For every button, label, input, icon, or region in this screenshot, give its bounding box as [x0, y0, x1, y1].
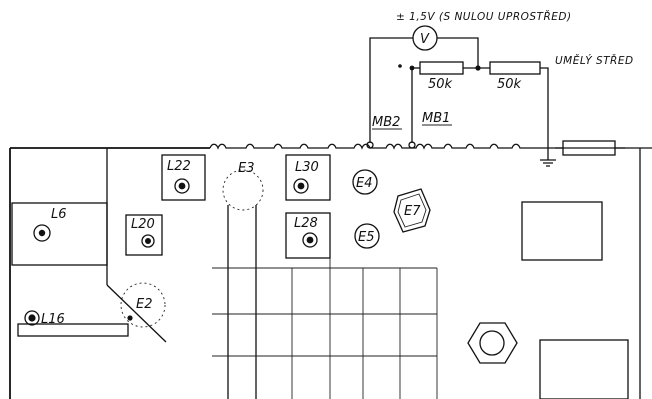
coil-l22-core	[174, 178, 190, 194]
coil-l22: L22	[161, 154, 206, 201]
voltmeter: V	[412, 25, 438, 51]
coil-l16: L16	[17, 310, 129, 337]
coil-l20-label: L20	[131, 217, 155, 232]
coil-l20-core	[141, 234, 155, 248]
tube-socket-e2-outline	[120, 282, 166, 328]
tube-e4: E4	[352, 169, 378, 195]
coil-l20-box	[125, 214, 163, 256]
solder-lug-strip	[209, 143, 652, 150]
wire-to-ground	[540, 67, 549, 150]
coil-l30-core	[293, 178, 309, 194]
tube-socket-e3-outline	[222, 169, 264, 211]
coil-l22-label: L22	[167, 159, 191, 174]
wire-voltmeter-to-mb2	[369, 37, 413, 143]
e3-shield-lines	[227, 205, 257, 399]
tube-e4-label: E4	[356, 176, 373, 191]
tube-socket-e3: E3	[222, 161, 264, 399]
coil-l16-core	[24, 310, 40, 326]
hex-nut-hole	[479, 330, 505, 356]
tube-e5-label: E5	[358, 230, 375, 245]
tube-socket-e2: E2	[106, 282, 167, 343]
coil-l30: L30	[285, 154, 331, 201]
mb2-label: MB2	[372, 115, 400, 130]
wiring-grid	[212, 258, 438, 399]
stray-dot	[398, 64, 402, 68]
tube-e7-outline	[393, 188, 431, 233]
voltmeter-label: V	[420, 32, 430, 47]
coil-l28-box	[285, 212, 331, 259]
tube-e5: E5	[354, 223, 380, 249]
coil-l6-core	[33, 224, 51, 242]
artificial-center-label: UMĚLÝ STŘED	[555, 54, 634, 67]
tube-socket-e2-label: E2	[136, 297, 153, 312]
tube-socket-e3-label: E3	[238, 161, 255, 176]
right-component-box	[521, 201, 603, 261]
coil-l30-box	[285, 154, 331, 201]
coil-l6: L6	[11, 202, 108, 266]
wire-voltmeter-to-center-node	[437, 37, 479, 68]
hex-nut	[467, 322, 518, 364]
hex-nut-outline	[467, 322, 518, 364]
coil-l28-core	[302, 232, 318, 248]
coil-l28: L28	[285, 212, 331, 259]
coil-l16-bar	[17, 323, 129, 337]
tube-e4-outline	[352, 169, 378, 195]
resistor-right-label: 50k	[497, 77, 522, 92]
tube-e5-outline	[354, 223, 380, 249]
center-node	[475, 65, 481, 71]
resistor-left-label: 50k	[428, 77, 453, 92]
ground-symbol	[540, 150, 556, 167]
coil-l28-label: L28	[294, 216, 318, 231]
tube-e7-inner	[397, 193, 427, 228]
resistor-right	[489, 61, 541, 75]
mb1-label: MB1	[422, 111, 450, 126]
coil-l22-box	[161, 154, 206, 201]
supply-voltage-label: ± 1,5V (S NULOU UPROSTŘED)	[396, 10, 572, 23]
coil-l6-label: L6	[51, 207, 67, 222]
coil-l6-box	[11, 202, 108, 266]
coil-l20: L20	[125, 214, 163, 256]
chassis	[9, 140, 652, 399]
tube-e7: E7	[393, 188, 431, 233]
measurement-schematic: ± 1,5V (S NULOU UPROSTŘED) V 50k 50k UMĚ…	[366, 10, 634, 150]
tube-e7-label: E7	[404, 204, 421, 219]
e2-diagonal-lead	[106, 284, 167, 343]
bottom-right-component	[539, 339, 629, 399]
resistor-left	[419, 61, 464, 75]
coil-l16-label: L16	[41, 312, 65, 327]
coil-l30-label: L30	[295, 160, 319, 175]
